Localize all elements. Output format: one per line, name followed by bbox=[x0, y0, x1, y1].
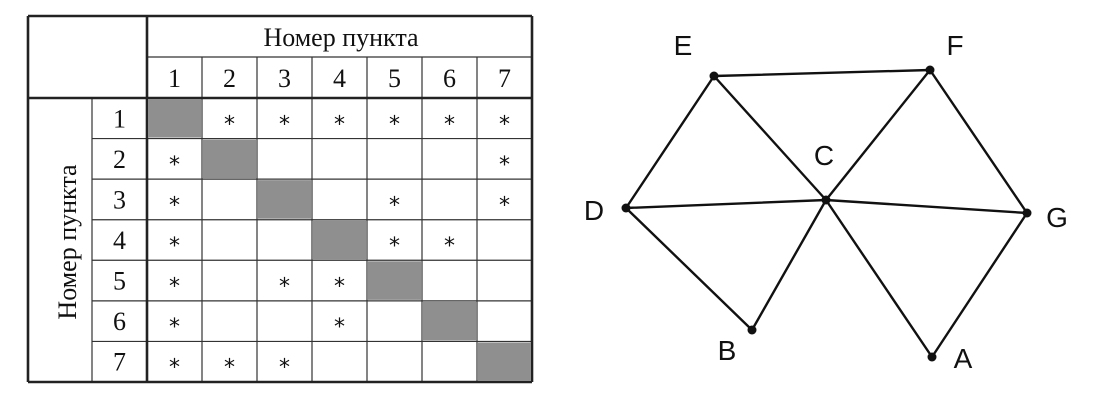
vertex-g bbox=[1022, 208, 1032, 218]
table-mark: * bbox=[499, 153, 510, 178]
edge-g-a bbox=[930, 211, 1029, 359]
edge-d-c bbox=[624, 198, 828, 210]
diagonal-cell bbox=[313, 220, 366, 260]
table-mark: * bbox=[224, 356, 235, 381]
edge-c-g bbox=[824, 198, 1029, 215]
vertex-c bbox=[821, 195, 831, 205]
edge-f-c bbox=[824, 68, 932, 202]
table-mark: * bbox=[279, 275, 290, 300]
column-number: 5 bbox=[388, 64, 401, 93]
table-mark: * bbox=[334, 112, 345, 137]
table-row-header: Номер пункта bbox=[53, 164, 82, 320]
table-mark: * bbox=[444, 112, 455, 137]
column-number: 3 bbox=[278, 64, 291, 93]
row-number: 1 bbox=[113, 104, 126, 133]
diagonal-cell bbox=[148, 99, 201, 138]
column-number: 6 bbox=[443, 64, 456, 93]
edge-c-b bbox=[750, 198, 828, 332]
diagonal-cell bbox=[203, 139, 256, 179]
vertex-label-c: C bbox=[814, 140, 834, 171]
table-mark: * bbox=[389, 193, 400, 218]
table-mark: * bbox=[279, 112, 290, 137]
diagonal-cell bbox=[478, 342, 531, 381]
table-mark: * bbox=[169, 356, 180, 381]
edge-e-f bbox=[712, 68, 932, 78]
vertex-label-g: G bbox=[1046, 202, 1068, 233]
edge-c-a bbox=[824, 198, 934, 359]
table-mark: * bbox=[224, 112, 235, 137]
diagonal-cell bbox=[368, 261, 421, 300]
table-mark: * bbox=[279, 356, 290, 381]
table-mark: * bbox=[169, 193, 180, 218]
adjacency-table: Номер пункта Номер пункта 1 1 2 2 3 3 4 4 5 5 6 6 7 7… bbox=[26, 14, 534, 384]
table-mark: * bbox=[499, 193, 510, 218]
table-mark: * bbox=[169, 234, 180, 259]
table-mark: * bbox=[389, 112, 400, 137]
vertex-label-a: A bbox=[954, 343, 973, 374]
column-number: 4 bbox=[333, 64, 346, 93]
column-number: 7 bbox=[498, 64, 511, 93]
row-number: 6 bbox=[113, 307, 126, 336]
row-number: 7 bbox=[113, 348, 126, 377]
vertex-d bbox=[621, 203, 631, 213]
edge-f-g bbox=[928, 68, 1029, 215]
vertex-a bbox=[927, 352, 937, 362]
vertex-label-f: F bbox=[946, 30, 963, 61]
row-number: 4 bbox=[113, 226, 126, 255]
vertex-e bbox=[709, 71, 719, 81]
table-mark: * bbox=[334, 275, 345, 300]
row-number: 5 bbox=[113, 267, 126, 296]
vertex-label-b: B bbox=[718, 335, 737, 366]
vertex-label-d: D bbox=[584, 195, 604, 226]
graph-vertices: E F C D G B A bbox=[584, 30, 1068, 374]
table-mark: * bbox=[169, 153, 180, 178]
diagonal-cell bbox=[423, 301, 476, 341]
vertex-label-e: E bbox=[674, 30, 693, 61]
table-mark: * bbox=[444, 234, 455, 259]
column-number: 2 bbox=[223, 64, 236, 93]
table-grid bbox=[26, 14, 534, 384]
row-number: 3 bbox=[113, 185, 126, 214]
diagonal-cell bbox=[258, 180, 311, 219]
table-mark: * bbox=[334, 315, 345, 340]
vertex-b bbox=[747, 325, 757, 335]
table-mark: * bbox=[499, 112, 510, 137]
table-column-header: Номер пункта bbox=[263, 23, 419, 52]
table-cells: 1 1 2 2 3 3 4 4 5 5 6 6 7 7 * * * * * * * * * * * * * * * * * * * * * * bbox=[113, 64, 531, 381]
table-mark: * bbox=[169, 275, 180, 300]
graph-edges bbox=[624, 68, 1029, 359]
table-mark: * bbox=[169, 315, 180, 340]
edge-e-d bbox=[624, 74, 716, 210]
edge-d-b bbox=[624, 206, 754, 332]
row-number: 2 bbox=[113, 145, 126, 174]
column-number: 1 bbox=[168, 64, 181, 93]
vertex-f bbox=[925, 65, 935, 75]
table-mark: * bbox=[389, 234, 400, 259]
edge-e-c bbox=[712, 74, 828, 202]
